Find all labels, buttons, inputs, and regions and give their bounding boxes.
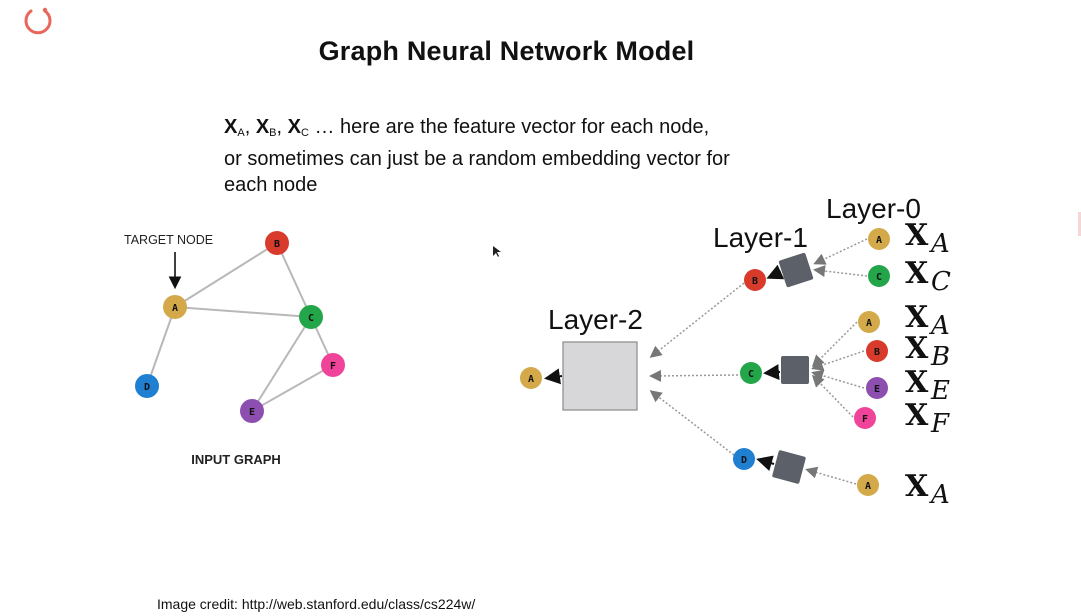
image-credit: Image credit: http://web.stanford.edu/cl… xyxy=(157,596,476,612)
graph-node-c: C xyxy=(299,305,323,329)
cg-node-e-layer0: E xyxy=(866,377,888,399)
cg-node-f-layer0: F xyxy=(854,407,876,429)
aggregator-box-c xyxy=(781,356,809,384)
svg-text:E: E xyxy=(249,407,255,418)
cursor-icon xyxy=(493,246,501,257)
svg-text:X: X xyxy=(905,398,929,433)
svg-text:X: X xyxy=(905,365,929,400)
target-node-label: TARGET NODE xyxy=(124,233,213,247)
edge-a-b xyxy=(174,242,278,308)
feature-label-xa-1: X A xyxy=(905,218,950,259)
edge-a-c xyxy=(174,306,312,318)
svg-text:B: B xyxy=(930,342,950,372)
graph-node-d: D xyxy=(135,374,159,398)
svg-text:C: C xyxy=(876,272,882,283)
description-line-3: each node xyxy=(224,174,318,196)
graph-node-f: F xyxy=(321,353,345,377)
description-line-1: XA, XB, XC … here are the feature vector… xyxy=(224,116,710,139)
svg-text:E: E xyxy=(874,384,880,395)
svg-text:B: B xyxy=(874,347,880,358)
svg-text:B: B xyxy=(752,276,758,287)
graph-node-e: E xyxy=(240,399,264,423)
cg-node-d-layer1: D xyxy=(733,448,755,470)
graph-node-b: B xyxy=(265,231,289,255)
feature-label-xa-2: X A xyxy=(905,300,950,341)
cg-node-a-layer0-2: A xyxy=(858,311,880,333)
cg-node-b-layer1: B xyxy=(744,269,766,291)
edge-e-f xyxy=(251,364,334,412)
svg-text:C: C xyxy=(748,369,754,380)
svg-text:E: E xyxy=(930,376,950,406)
svg-text:A: A xyxy=(528,374,534,385)
feature-label-xe: X E xyxy=(905,365,950,406)
feature-label-xf: X F xyxy=(905,398,950,439)
cg-node-c-layer1: C xyxy=(740,362,762,384)
svg-text:A: A xyxy=(866,318,872,329)
svg-text:A: A xyxy=(172,303,178,314)
svg-text:A: A xyxy=(929,229,950,259)
edge-marker xyxy=(1078,212,1081,236)
svg-text:A: A xyxy=(929,311,950,341)
aggregator-box-d xyxy=(772,450,806,484)
graph-node-a: A xyxy=(163,295,187,319)
svg-text:F: F xyxy=(330,361,336,372)
edge-a-d xyxy=(146,306,176,387)
svg-text:F: F xyxy=(930,409,950,439)
slide-title: Graph Neural Network Model xyxy=(318,36,695,66)
refresh-logo-icon xyxy=(24,7,52,35)
svg-text:X: X xyxy=(905,331,929,366)
svg-text:B: B xyxy=(274,239,280,250)
cg-node-c-layer0: C xyxy=(868,265,890,287)
layer-0-label: Layer-0 xyxy=(826,193,921,224)
cg-node-a-output: A xyxy=(520,367,542,389)
svg-text:D: D xyxy=(144,382,150,393)
cg-node-b-layer0: B xyxy=(866,340,888,362)
svg-text:X: X xyxy=(905,218,929,253)
cg-node-a-layer0-1: A xyxy=(868,228,890,250)
feature-label-xc: X C xyxy=(905,256,951,297)
edge-c-e xyxy=(251,316,312,412)
svg-text:A: A xyxy=(876,235,882,246)
edge-b-c xyxy=(276,242,312,318)
aggregator-box-b xyxy=(778,252,814,288)
svg-text:A: A xyxy=(865,481,871,492)
svg-text:X: X xyxy=(905,469,929,504)
layer-2-label: Layer-2 xyxy=(548,304,643,335)
feature-label-xa-3: X A xyxy=(905,469,950,510)
svg-text:A: A xyxy=(929,480,950,510)
computation-graph: Layer-0 Layer-1 Layer-2 xyxy=(520,193,951,510)
svg-text:C: C xyxy=(308,313,314,324)
aggregator-box-a xyxy=(562,341,638,411)
feature-label-xb: X B xyxy=(905,331,950,372)
input-graph: TARGET NODE A B C D E F INPUT GRAPH xyxy=(124,231,345,467)
layer-1-label: Layer-1 xyxy=(713,222,808,253)
description-line-2: or sometimes can just be a random embedd… xyxy=(224,148,730,170)
svg-text:X: X xyxy=(905,256,929,291)
svg-text:C: C xyxy=(931,267,951,297)
svg-text:D: D xyxy=(741,455,747,466)
input-graph-caption: INPUT GRAPH xyxy=(191,452,281,467)
svg-text:F: F xyxy=(862,414,868,425)
feature-description: XA, XB, XC … here are the feature vector… xyxy=(224,114,824,198)
cg-node-a-layer0-3: A xyxy=(857,474,879,496)
svg-text:X: X xyxy=(905,300,929,335)
